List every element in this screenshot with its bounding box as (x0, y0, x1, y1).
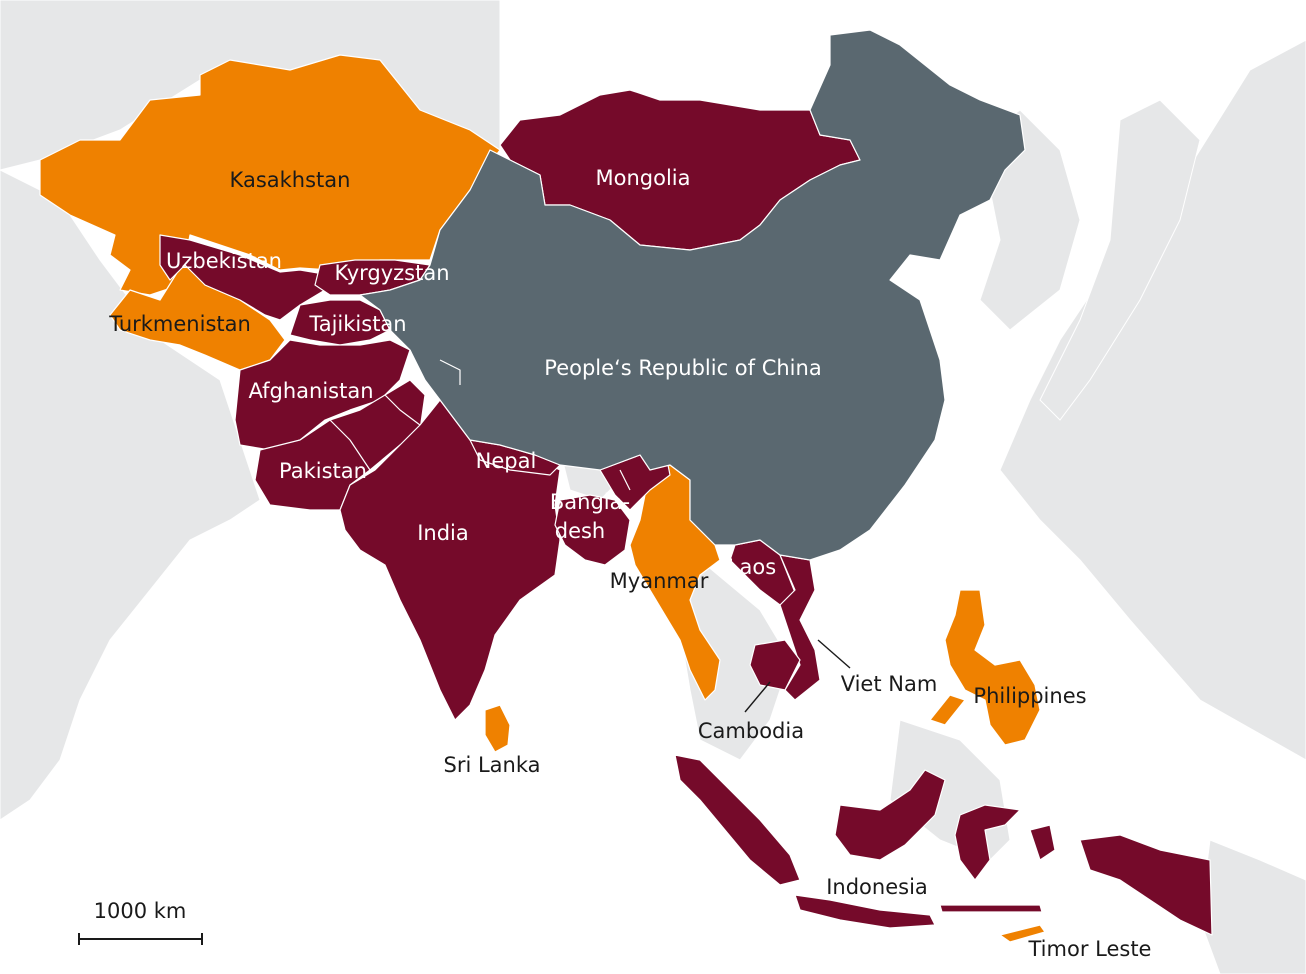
region-philippines (944, 589, 1041, 746)
label-myanmar: Myanmar (610, 569, 709, 593)
dark-red-countries (159, 89, 1213, 936)
region-indonesia-islands (939, 904, 1043, 913)
label-nepal: Nepal (476, 449, 537, 473)
internal-borders (329, 349, 631, 491)
region-bangladesh (554, 494, 631, 566)
region-indonesia-sumatra (674, 754, 801, 886)
label-pakistan: Pakistan (279, 459, 367, 483)
label-mongolia: Mongolia (596, 166, 691, 190)
label-vietnam: Viet Nam (841, 672, 938, 696)
label-timorleste: Timor Leste (1028, 937, 1152, 961)
label-china: People‘s Republic of China (544, 356, 821, 380)
scale-bar-label: 1000 km (94, 899, 187, 923)
region-indonesia-papua (1079, 834, 1213, 936)
label-afghanistan: Afghanistan (248, 379, 373, 403)
region-china (359, 29, 1026, 561)
region-afghanistan (234, 339, 411, 451)
country-labels: Kasakhstan Mongolia Uzbekistan Kyrgyzsta… (108, 166, 1151, 961)
label-tajikistan: Tajikistan (308, 312, 406, 336)
label-bangladesh-line1: Bangla- (550, 490, 630, 514)
label-srilanka: Sri Lanka (443, 753, 540, 777)
region-vietnam (779, 554, 821, 701)
region-cambodia (749, 639, 801, 691)
label-uzbekistan: Uzbekistan (166, 249, 282, 273)
region-tajikistan (289, 299, 391, 346)
leader-vietnam (817, 639, 851, 669)
region-indonesia-sulawesi (954, 804, 1021, 881)
label-philippines: Philippines (973, 684, 1086, 708)
label-india: India (417, 521, 469, 545)
label-kyrgyzstan: Kyrgyzstan (334, 261, 449, 285)
region-indonesia-borneo (834, 769, 946, 861)
label-bangladesh-line2: desh (555, 519, 606, 543)
region-srilanka (484, 704, 511, 753)
region-indonesia-java (794, 894, 936, 929)
orange-countries (39, 54, 1046, 943)
label-turkmenistan: Turkmenistan (108, 312, 251, 336)
label-kasakhstan: Kasakhstan (230, 168, 351, 192)
leader-cambodia (744, 681, 771, 713)
label-laos: Laos (728, 555, 776, 579)
region-indonesia-maluku (1029, 824, 1056, 861)
region-uzbekistan (159, 234, 331, 321)
region-timorleste (999, 924, 1046, 943)
region-philippines-west (929, 694, 966, 726)
label-cambodia: Cambodia (698, 719, 804, 743)
label-indonesia: Indonesia (826, 875, 928, 899)
region-kasakhstan (39, 54, 501, 296)
scale-bar: 1000 km (78, 899, 203, 945)
